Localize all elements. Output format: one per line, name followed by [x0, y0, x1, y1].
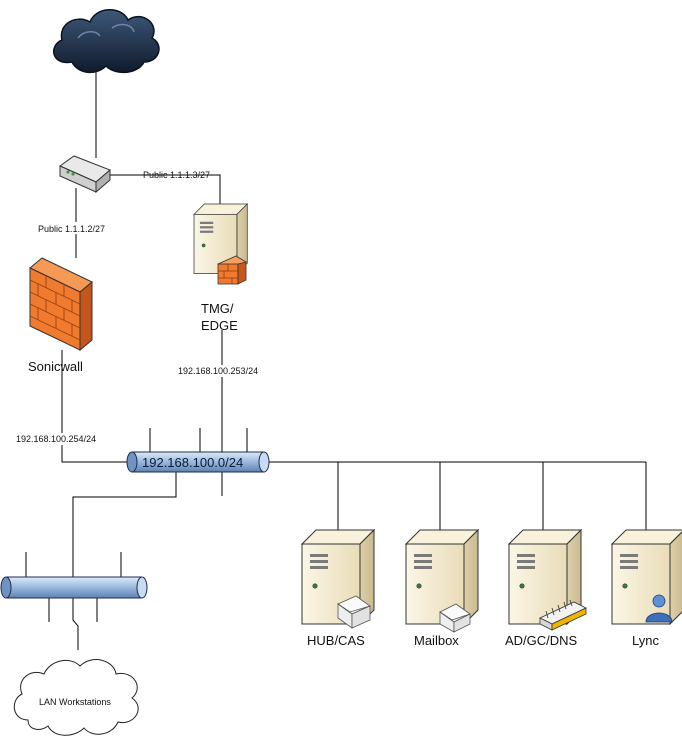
lan-workstations-cloud-icon	[13, 659, 139, 736]
server-name-label: Lync	[632, 633, 659, 648]
internet-cloud-icon	[52, 9, 160, 74]
envelope-icon	[337, 595, 371, 629]
tmg-firewall-badge-icon	[217, 255, 247, 285]
bus-label: 192.168.100.0/24	[142, 455, 243, 470]
router-public-left-label: Public 1.1.1.2/27	[38, 224, 105, 234]
router-icon	[58, 155, 111, 194]
user-icon	[645, 594, 673, 623]
lan-cloud-link	[72, 598, 79, 650]
server-name-label: Mailbox	[414, 633, 459, 648]
tmg-name-label: TMG/	[201, 301, 234, 316]
directory-book-icon	[539, 599, 587, 631]
router-public-right-label: Public 1.1.1.3/27	[143, 170, 210, 180]
server-name-label: HUB/CAS	[307, 633, 365, 648]
uplink-to-lan	[72, 472, 177, 620]
lan-cloud-label: LAN Workstations	[39, 697, 111, 707]
lan-bus	[126, 451, 270, 473]
sonicwall-lan-link	[61, 350, 128, 463]
mailbox-server-icon	[405, 529, 479, 625]
sonicwall-name-label: Sonicwall	[28, 359, 83, 374]
server-name-label: AD/GC/DNS	[505, 633, 578, 648]
envelope-icon	[439, 603, 471, 633]
lync-server-icon	[611, 529, 682, 625]
sonicwall-firewall-icon	[29, 257, 93, 352]
sonicwall-lan-ip-label: 192.168.100.254/24	[16, 434, 96, 444]
tmg-lan-ip-label: 192.168.100.253/24	[178, 366, 258, 376]
router-tmg-link	[110, 174, 221, 205]
tmg-name-label-2: EDGE	[201, 318, 238, 333]
workstation-bus	[0, 576, 148, 599]
